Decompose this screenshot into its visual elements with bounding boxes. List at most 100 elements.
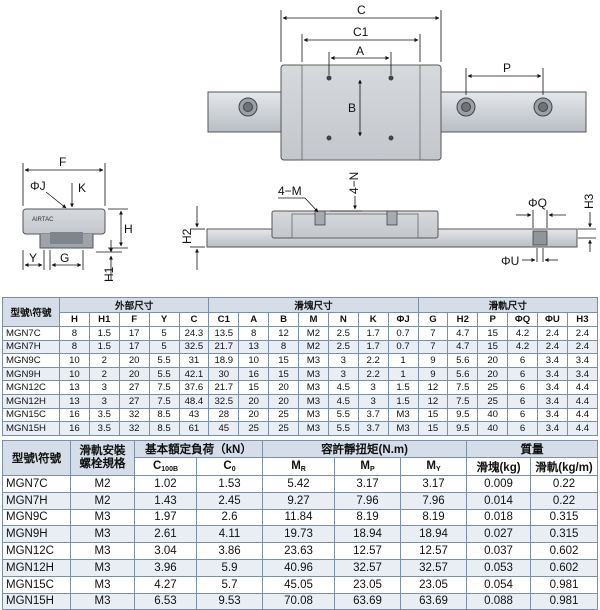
value-cell: 12: [417, 393, 449, 409]
value-cell: 19.73: [262, 525, 336, 544]
value-cell: 3.17: [400, 475, 468, 493]
value-cell: 16: [59, 421, 90, 436]
value-cell: 18.9: [208, 353, 240, 368]
value-cell: M2: [298, 326, 329, 341]
model-cell: MGN9C: [2, 508, 71, 527]
value-cell: 15: [417, 407, 449, 423]
value-cell: 3.86: [195, 542, 264, 560]
column-header: Y: [148, 312, 180, 327]
dim-label-y: Y: [29, 251, 37, 265]
model-cell: MGN15C: [2, 407, 60, 423]
value-cell: M3: [298, 353, 329, 368]
value-cell: 20: [268, 393, 299, 409]
technical-drawing: C C1 A B P AIRTAC F ΦJ K: [0, 0, 600, 292]
value-cell: 1.7: [357, 326, 389, 341]
model-cell: MGN15C: [2, 575, 71, 594]
value-cell: 32.5: [178, 339, 210, 355]
value-cell: 3: [327, 353, 359, 368]
value-cell: 8: [268, 339, 299, 355]
value-cell: 13: [59, 380, 90, 395]
value-cell: 1.5: [387, 380, 419, 395]
model-cell: MGN7C: [2, 475, 71, 493]
value-cell: 37.6: [178, 380, 210, 395]
dim-label-k: K: [78, 181, 86, 195]
column-header: H2: [447, 312, 479, 327]
model-cell: MGN9C: [2, 353, 60, 368]
value-cell: 1.02: [134, 475, 197, 493]
value-cell: 40.96: [262, 558, 336, 577]
dim-label-b: B: [348, 101, 356, 115]
group-header-load: 基本額定負荷（kN）: [133, 440, 264, 458]
column-header: ΦU: [537, 312, 568, 327]
value-cell: 7.5: [447, 380, 479, 395]
value-cell: 3.5: [88, 407, 120, 423]
value-cell: 3: [357, 393, 389, 409]
value-cell: 5.6: [447, 353, 479, 368]
value-cell: 3.4: [537, 353, 568, 368]
value-cell: 2.45: [195, 491, 264, 510]
value-cell: 8: [59, 339, 90, 355]
value-cell: 63.69: [334, 592, 402, 610]
value-cell: 2: [88, 353, 120, 368]
column-header: B: [268, 312, 299, 327]
value-cell: 10: [59, 366, 90, 382]
value-cell: 15: [477, 326, 509, 341]
dim-label-a: A: [356, 44, 364, 58]
value-cell: M3: [298, 366, 329, 382]
group-header-block: 滑塊尺寸: [208, 297, 419, 313]
value-cell: 20: [238, 393, 270, 409]
column-header: M: [298, 312, 329, 327]
value-cell: 3: [88, 380, 120, 395]
value-cell: 10: [238, 353, 270, 368]
value-cell: M3: [298, 393, 329, 409]
value-cell: M3: [70, 525, 135, 544]
value-cell: 17: [118, 339, 150, 355]
value-cell: 8.5: [148, 421, 180, 436]
value-cell: 9.53: [195, 592, 264, 610]
value-cell: 15: [238, 380, 270, 395]
dim-label-p: P: [503, 61, 511, 75]
value-cell: 0.602: [530, 558, 598, 577]
value-cell: 10: [59, 353, 90, 368]
value-cell: 4.4: [566, 393, 599, 409]
value-cell: 0.027: [466, 525, 532, 544]
value-cell: 20: [268, 380, 299, 395]
value-cell: 3.04: [134, 542, 197, 560]
value-cell: M3: [70, 508, 135, 527]
col-my: MY: [400, 457, 468, 476]
col-c100b: C100B: [134, 457, 197, 476]
value-cell: 15: [268, 353, 299, 368]
value-cell: 3.4: [537, 393, 568, 409]
value-cell: 28: [208, 407, 240, 423]
value-cell: 0.981: [530, 592, 598, 610]
value-cell: 7: [417, 339, 449, 355]
value-cell: 11.84: [262, 508, 336, 527]
value-cell: 32.5: [208, 393, 240, 409]
value-cell: 0.088: [466, 592, 532, 610]
value-cell: 13: [59, 393, 90, 409]
value-cell: 3.4: [537, 407, 568, 423]
value-cell: 6: [507, 407, 538, 423]
value-cell: 25: [268, 407, 299, 423]
value-cell: 2.5: [327, 339, 359, 355]
value-cell: 9: [417, 366, 449, 382]
value-cell: 61: [178, 421, 210, 436]
value-cell: 0.7: [387, 326, 419, 341]
column-header: H1: [88, 312, 120, 327]
dim-label-4-m: 4−M: [278, 184, 302, 198]
dim-label-4-n: 4−N: [347, 172, 361, 194]
column-header: H3: [566, 312, 599, 327]
model-cell: MGN15H: [2, 421, 60, 436]
value-cell: 8.19: [400, 508, 468, 527]
value-cell: M3: [70, 542, 135, 560]
value-cell: 2.4: [537, 339, 568, 355]
value-cell: 3.4: [537, 366, 568, 382]
drawing-svg: C C1 A B P AIRTAC F ΦJ K: [22, 3, 596, 282]
column-header: H: [59, 312, 90, 327]
value-cell: 0.018: [466, 508, 532, 527]
value-cell: 1: [387, 366, 419, 382]
value-cell: 13: [238, 339, 270, 355]
value-cell: 9: [417, 353, 449, 368]
